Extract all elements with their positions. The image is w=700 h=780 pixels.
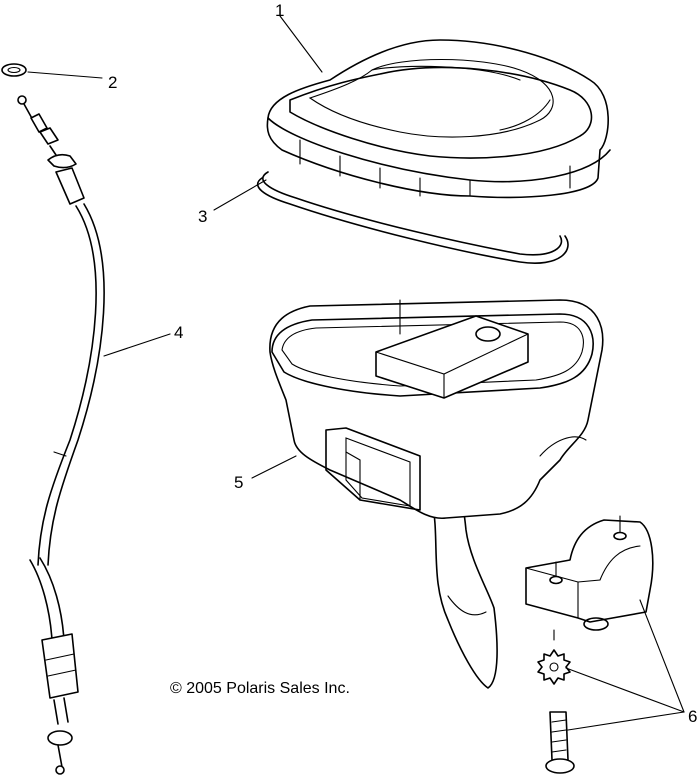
gasket	[256, 171, 569, 264]
clamp-screw	[545, 629, 575, 774]
housing-body	[269, 299, 604, 689]
callout-5: 5	[234, 473, 243, 492]
throttle-cable	[17, 95, 105, 775]
callout-1: 1	[275, 1, 284, 20]
callout-2: 2	[108, 73, 117, 92]
leader-lines	[27, 15, 685, 731]
copyright-notice: © 2005 Polaris Sales Inc.	[170, 680, 350, 697]
housing-cover	[266, 39, 611, 199]
handlebar-clamp	[525, 515, 654, 631]
star-washer	[537, 649, 571, 685]
callout-4: 4	[174, 323, 183, 342]
seal-washer	[1, 63, 27, 77]
callout-6: 6	[688, 707, 697, 726]
callout-3: 3	[198, 207, 207, 226]
